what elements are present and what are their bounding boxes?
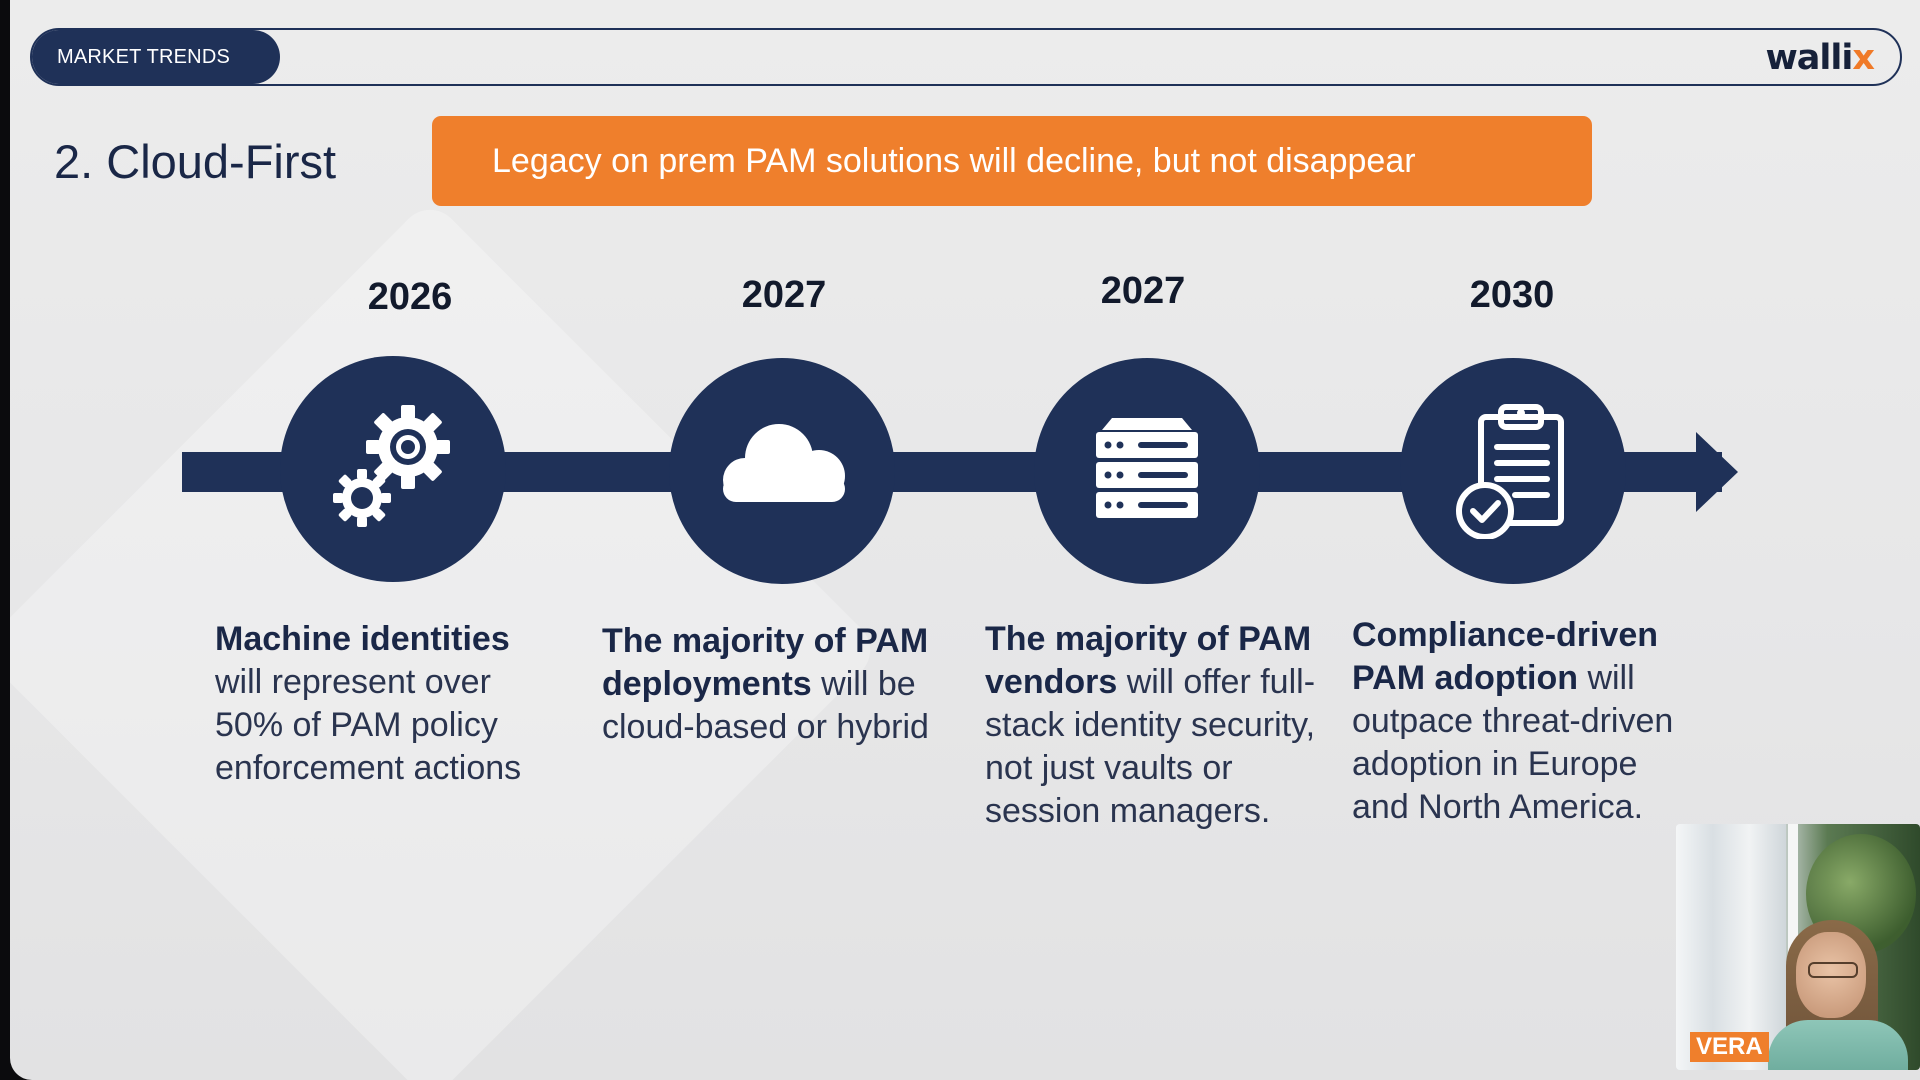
timeline-year-2: 2027	[741, 274, 827, 316]
logo-accent: x	[1852, 38, 1875, 78]
timeline-text-4-rest: will outpace threat-driven adoption in E…	[1352, 659, 1674, 826]
speaker-name-tag: VERA	[1690, 1032, 1769, 1062]
speaker-shirt	[1768, 1020, 1908, 1070]
speaker-glasses	[1808, 962, 1858, 978]
logo-text: walli	[1765, 38, 1853, 78]
speaker-video-tile[interactable]: VERA	[1676, 824, 1920, 1070]
timeline-circle-4	[1400, 358, 1626, 584]
timeline-circle-3	[1034, 358, 1260, 584]
timeline-text-3: The majority of PAM vendors will offer f…	[985, 618, 1335, 833]
timeline-text-3-bold: The majority of PAM vendors	[985, 620, 1312, 701]
timeline-circle-2	[669, 358, 895, 584]
timeline-text-1-bold: Machine identities	[215, 620, 510, 658]
section-pill: MARKET TRENDS	[32, 30, 280, 84]
timeline-year-3: 2027	[1100, 270, 1186, 312]
video-background-curtain	[1676, 824, 1786, 1070]
headline-banner: Legacy on prem PAM solutions will declin…	[432, 116, 1592, 206]
timeline-arrow-icon	[1696, 432, 1738, 512]
timeline-text-1: Machine identities will represent over 5…	[215, 618, 555, 790]
slide-header-bar: MARKET TRENDS wallix	[30, 28, 1902, 86]
timeline-circle-1	[280, 356, 506, 582]
timeline-text-2-rest: will be cloud-based or hybrid	[602, 665, 929, 746]
timeline-text-2: The majority of PAM deployments will be …	[602, 620, 952, 749]
presentation-slide: MARKET TRENDS wallix 2. Cloud-First Lega…	[10, 0, 1920, 1080]
timeline-text-1-rest: will represent over 50% of PAM policy en…	[215, 663, 522, 787]
wallix-logo: wallix	[1765, 36, 1875, 80]
timeline-year-1: 2026	[367, 276, 453, 318]
clipboard-check-icon	[1453, 399, 1573, 544]
timeline-text-3-rest: will offer full-stack identity security,…	[985, 663, 1316, 830]
gears-icon	[328, 402, 458, 537]
timeline-text-4-bold: Compliance-driven PAM adoption	[1352, 616, 1659, 697]
timeline-text-4: Compliance-driven PAM adoption will outp…	[1352, 614, 1692, 829]
timeline-year-4: 2030	[1469, 274, 1555, 316]
server-icon	[1092, 414, 1202, 529]
slide-title: 2. Cloud-First	[54, 135, 337, 188]
timeline-text-2-bold: The majority of PAM deployments	[602, 622, 929, 703]
cloud-icon	[707, 414, 857, 529]
